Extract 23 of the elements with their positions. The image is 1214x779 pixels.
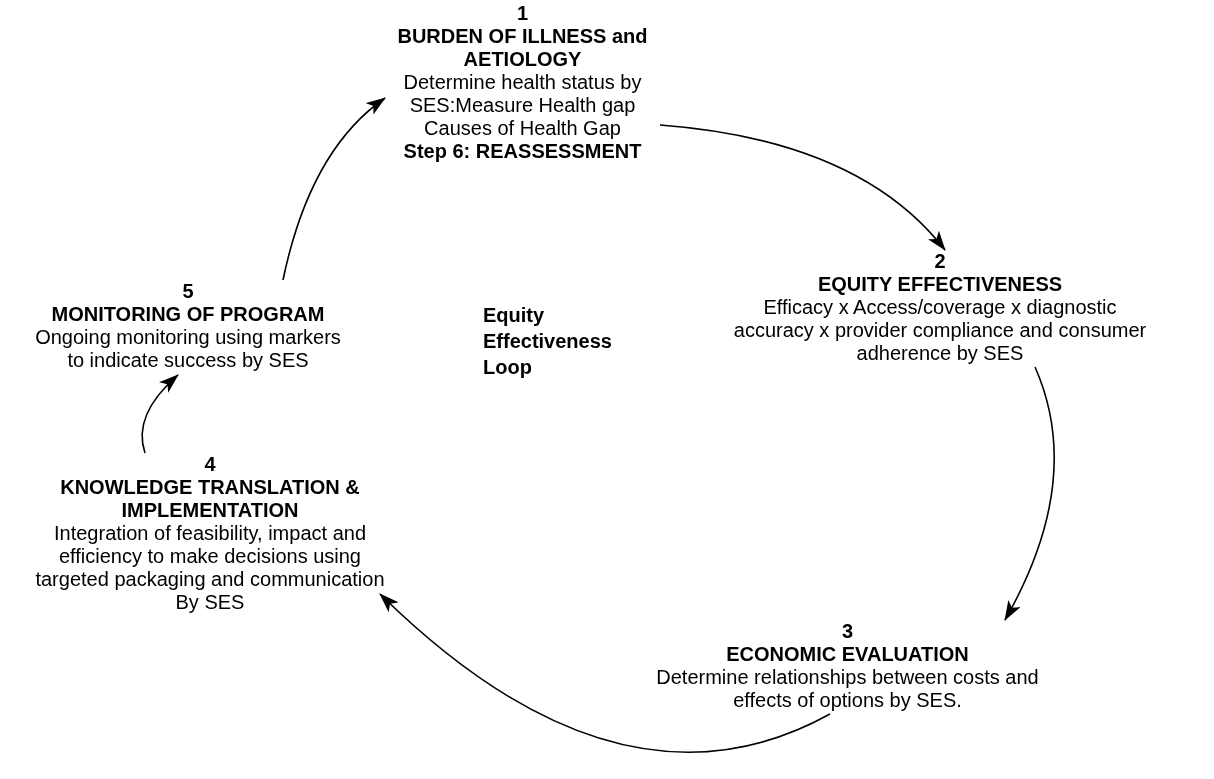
step-number: 5 — [181, 280, 195, 303]
step-description: Determine health status by SES:Measure Health gap Causes of Health Gap — [402, 71, 643, 140]
step-description: Determine relationships between costs and effects of options by SES. — [655, 666, 1040, 712]
step-heading: KNOWLEDGE TRANSLATION & IMPLEMENTATION — [59, 476, 361, 522]
step-note: By SES — [174, 591, 246, 614]
step-heading: EQUITY EFFECTIVENESS — [816, 273, 1064, 296]
step-description: Efficacy x Access/coverage x diagnostic accuracy x provider compliance and consumer adherence by SES — [732, 296, 1148, 365]
curved-arrow — [282, 97, 386, 281]
step-number: 3 — [840, 620, 855, 643]
center-label: Equity Effectiveness Loop — [483, 303, 613, 380]
step-heading: BURDEN OF ILLNESS and AETIOLOGY — [396, 25, 649, 71]
curved-arrow — [379, 593, 831, 753]
step-heading: ECONOMIC EVALUATION — [725, 643, 970, 666]
step-heading: MONITORING OF PROGRAM — [50, 303, 326, 326]
step-number: 1 — [515, 2, 530, 25]
step-description: Integration of feasibility, impact and efficiency to make decisions using targeted packaging and communication — [34, 522, 386, 591]
curved-arrow — [1004, 366, 1055, 621]
curved-arrow — [141, 374, 179, 454]
step-number: 4 — [203, 453, 217, 476]
step-number: 2 — [933, 250, 947, 273]
step-description: Ongoing monitoring using markers to indicate success by SES — [34, 326, 342, 372]
step-note: Step 6: REASSESSMENT — [402, 140, 643, 163]
curved-arrow — [659, 124, 946, 251]
